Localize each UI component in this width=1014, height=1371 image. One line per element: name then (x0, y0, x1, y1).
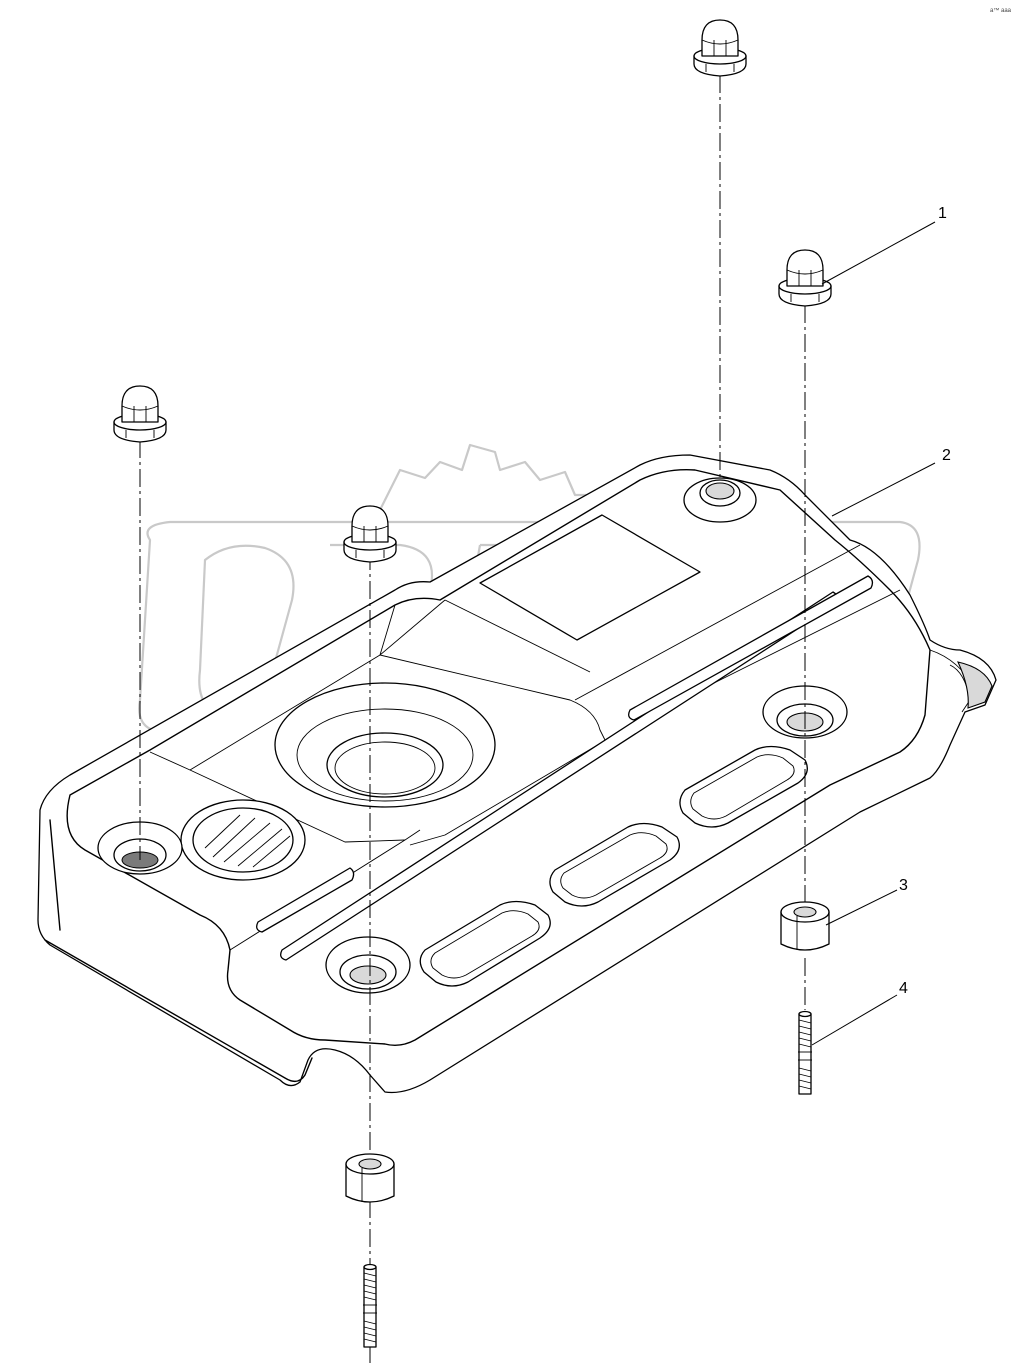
cap-nut-rear-right (693, 19, 747, 77)
window-recess-row (419, 745, 808, 987)
assembly-axes (139, 75, 806, 1365)
spacer-left (345, 1153, 395, 1203)
vent-grille (204, 814, 291, 868)
mounting-boss-rear-right (683, 477, 757, 523)
label-panel (479, 514, 701, 641)
spacer-right (780, 901, 830, 951)
callout-4: 4 (899, 980, 908, 997)
stud-left (362, 1263, 378, 1348)
cap-nut-front-right (778, 249, 832, 307)
cap-nut-front-left (343, 505, 397, 563)
callout-1: 1 (938, 205, 947, 222)
callout-2: 2 (942, 447, 951, 464)
corner-mark: a™ aaa (990, 7, 1012, 14)
leader-lines (811, 221, 936, 1046)
callout-3: 3 (899, 877, 908, 894)
cap-nut-rear-left (113, 385, 167, 443)
stud-right (797, 1010, 813, 1095)
mounting-boss-front-left (325, 936, 411, 994)
engine-cover (37, 454, 997, 1094)
